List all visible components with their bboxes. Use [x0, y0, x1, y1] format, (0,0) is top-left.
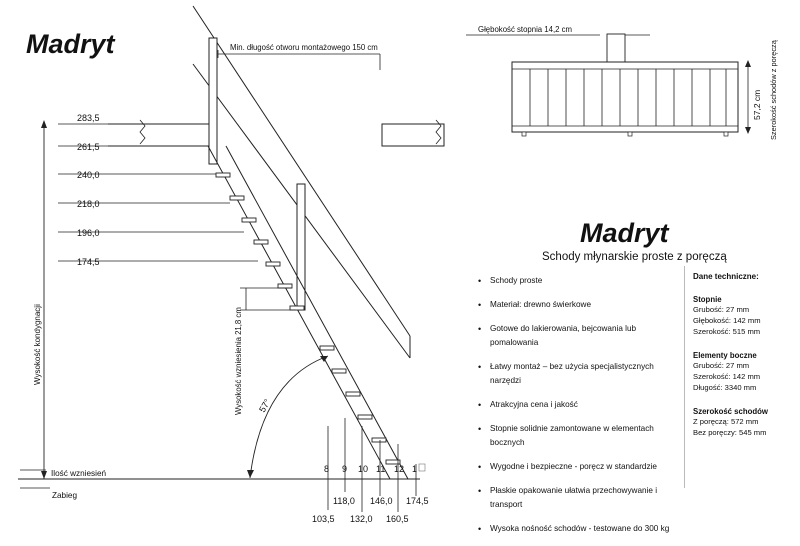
- height-level-lines: [58, 123, 258, 262]
- tech-header: Dane techniczne:: [693, 272, 759, 281]
- brand-left: Madryt: [26, 29, 116, 59]
- angle-arc: [247, 355, 329, 479]
- going-value-1: 118,0: [333, 496, 355, 506]
- tech-data: Dane techniczne: Stopnie Grubość: 27 mm …: [684, 266, 800, 488]
- upper-floor-slab-left: [108, 119, 215, 147]
- total-height-arrow: [41, 120, 47, 479]
- tech-sides-row: Grubość: 27 mm: [693, 361, 750, 370]
- tech-sides-title: Elementy boczne: [693, 351, 757, 360]
- going-label: Zabieg: [52, 491, 77, 500]
- height-level-1: 261,5: [77, 142, 100, 152]
- tech-width-row: Z poręczą: 572 mm: [693, 417, 759, 426]
- stair-diagram: Madryt Min. długość otworu montażowego 1…: [18, 5, 778, 524]
- feature-list: Schody proste Materiał: drewno świerkowe…: [476, 274, 681, 546]
- feature-item: Łatwy montaż – bez użycia specjalistyczn…: [476, 360, 681, 388]
- feature-item: Gotowe do lakierowania, bejcowania lub p…: [476, 322, 681, 350]
- angle-label: 57°: [257, 397, 273, 414]
- going-value-2: 132,0: [350, 514, 373, 524]
- depth-label: Głębokość stopnia 14,2 cm: [478, 25, 572, 34]
- rise-count-1: 9: [342, 464, 347, 474]
- feature-item: Płaskie opakowanie ułatwia przechowywani…: [476, 484, 681, 512]
- tech-sides-row: Szerokość: 142 mm: [693, 372, 761, 381]
- tech-width-title: Szerokość schodów: [693, 407, 768, 416]
- going-value-0: 103,5: [312, 514, 335, 524]
- feature-item: Schody proste: [476, 274, 681, 288]
- going-leaders: [327, 418, 417, 512]
- height-level-5: 174,5: [77, 257, 100, 267]
- treads: [215, 172, 401, 465]
- height-level-0: 283,5: [77, 113, 100, 123]
- stringer: [207, 145, 409, 480]
- step-rise-dimension: [240, 287, 296, 311]
- post-top: [208, 37, 218, 165]
- tech-steps-title: Stopnie: [693, 295, 722, 304]
- diagram-canvas: Madryt Min. długość otworu montażowego 1…: [18, 5, 778, 524]
- opening-dimension: [217, 50, 381, 70]
- feature-item: Atrakcyjna cena i jakość: [476, 398, 681, 412]
- side-width-label: Szerokość schodów z poręczą: [769, 39, 778, 140]
- step-rise-label: Wysokość wzniesienia 21,8 cm: [234, 307, 243, 415]
- height-level-4: 196,0: [77, 228, 100, 238]
- rise-count-5: 1: [412, 464, 417, 474]
- info-panel: Madryt Schody młynarskie proste z poręcz…: [470, 218, 800, 536]
- tech-width-row: Bez poręczy: 545 mm: [693, 428, 767, 437]
- post-middle: [296, 183, 306, 311]
- opening-label: Min. długość otworu montażowego 150 cm: [230, 43, 378, 52]
- width-label: 57,2 cm: [752, 90, 762, 120]
- tech-sides-row: Długość: 3340 mm: [693, 383, 757, 392]
- rise-count-marker: [418, 463, 426, 472]
- top-view: [466, 33, 751, 137]
- feature-item: Materiał: drewno świerkowe: [476, 298, 681, 312]
- rise-count-0: 8: [324, 464, 329, 474]
- tech-steps-row: Grubość: 27 mm: [693, 305, 750, 314]
- feature-item: Wygodne i bezpieczne - poręcz w standard…: [476, 460, 681, 474]
- rise-count-4: 12: [394, 464, 404, 474]
- rise-count-2: 10: [358, 464, 368, 474]
- rise-count-3: 11: [376, 464, 385, 474]
- tech-steps-row: Głębokość: 142 mm: [693, 316, 761, 325]
- info-title: Madryt: [580, 218, 669, 248]
- going-value-3: 146,0: [370, 496, 393, 506]
- tech-steps-row: Szerokość: 515 mm: [693, 327, 761, 336]
- height-level-2: 240,0: [77, 170, 100, 180]
- upper-floor-slab-right: [381, 119, 445, 147]
- going-value-5: 174,5: [406, 496, 429, 506]
- going-value-4: 160,5: [386, 514, 409, 524]
- vertical-height-label: Wysokość kondygnacji: [33, 304, 42, 385]
- height-level-3: 218,0: [77, 199, 100, 209]
- feature-item: Stopnie solidnie zamontowane w elementac…: [476, 422, 681, 450]
- rise-count-label: Ilość wzniesień: [51, 469, 107, 478]
- feature-item: Wysoka nośność schodów - testowane do 30…: [476, 522, 681, 536]
- info-subtitle: Schody młynarskie proste z poręczą: [542, 251, 727, 263]
